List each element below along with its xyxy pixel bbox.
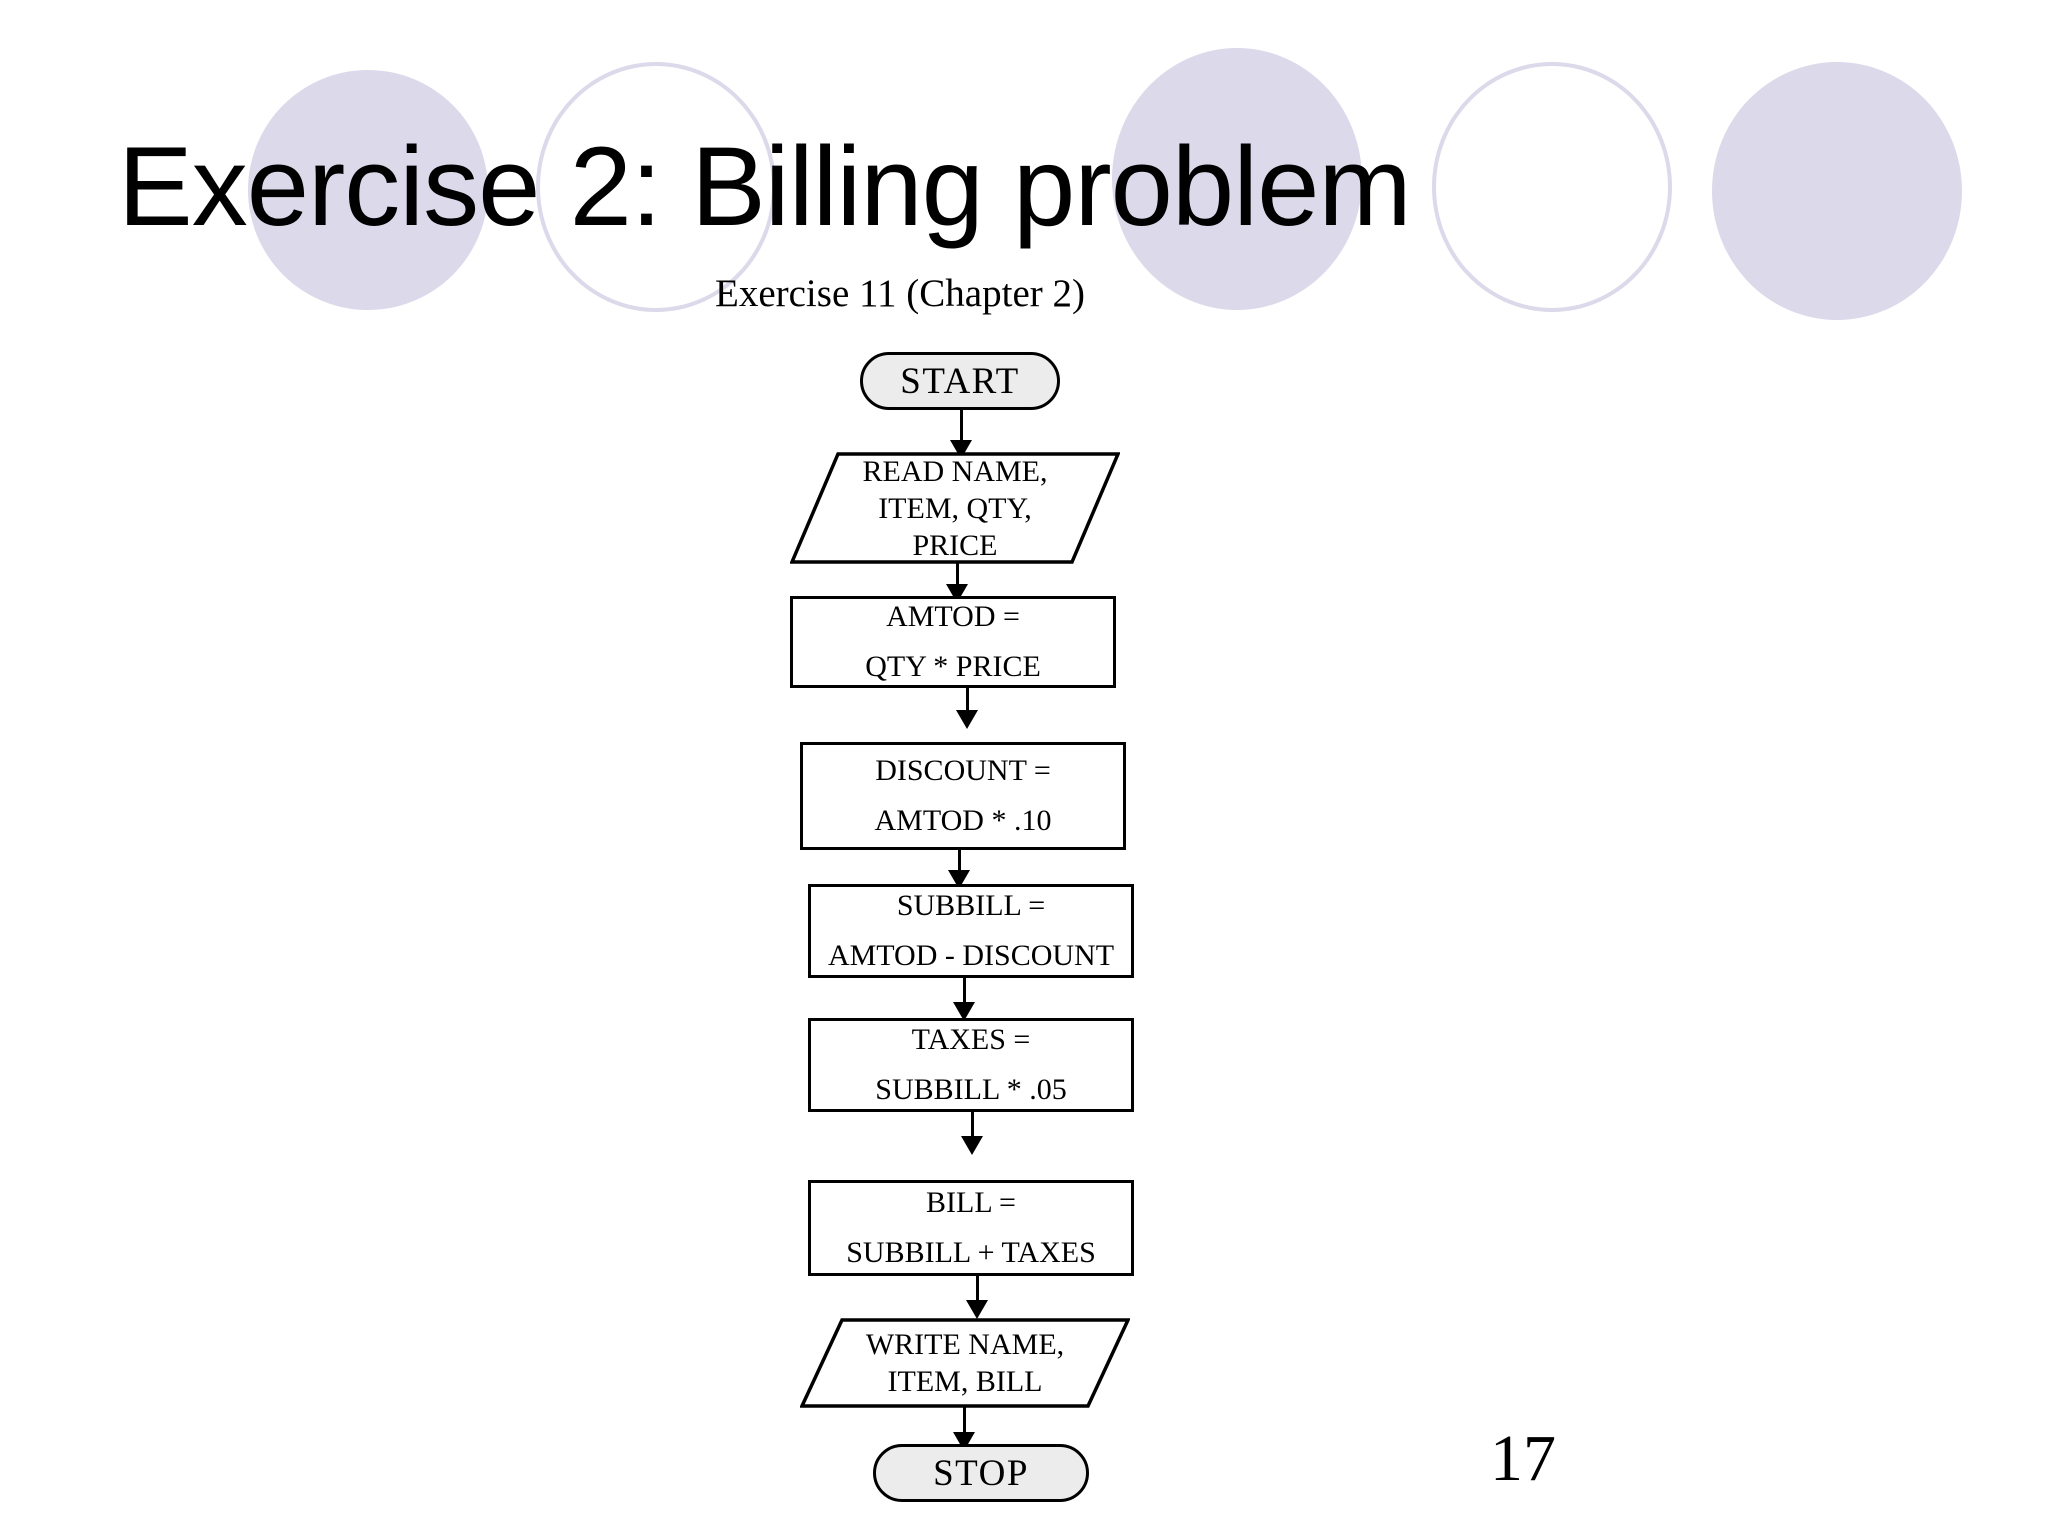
flow-node-read: READ NAME, ITEM, QTY, PRICE — [790, 452, 1120, 564]
flow-node-amtod: AMTOD = QTY * PRICE — [790, 596, 1116, 688]
flow-node-taxes-line-1: TAXES = — [911, 1023, 1031, 1056]
flow-node-read-lines: READ NAME, ITEM, QTY, PRICE — [863, 453, 1048, 564]
flow-node-subbill-line-2: AMTOD - DISCOUNT — [827, 939, 1115, 972]
flow-node-read-line-1: READ NAME, — [862, 454, 1048, 488]
parallelogram-shape — [800, 1318, 1130, 1408]
flow-node-stop-label: STOP — [933, 1452, 1029, 1494]
flow-node-stop: STOP — [873, 1444, 1089, 1502]
flow-node-start-label: START — [900, 360, 1020, 402]
flow-node-write-lines: WRITE NAME, ITEM, BILL — [866, 1326, 1064, 1400]
parallelogram-shape — [790, 452, 1120, 564]
flow-node-discount-line-2: AMTOD * .10 — [874, 804, 1052, 837]
flow-node-taxes: TAXES = SUBBILL * .05 — [808, 1018, 1134, 1112]
slide-subtitle: Exercise 11 (Chapter 2) — [715, 272, 1085, 315]
flow-node-subbill-line-1: SUBBILL = — [896, 889, 1046, 922]
flow-node-bill: BILL = SUBBILL + TAXES — [808, 1180, 1134, 1276]
flow-node-bill-line-1: BILL = — [926, 1186, 1016, 1219]
flow-node-start: START — [860, 352, 1060, 410]
flow-node-amtod-line-1: AMTOD = — [886, 600, 1020, 633]
slide-title: Exercise 2: Billing problem — [118, 124, 1412, 249]
flow-node-discount-line-1: DISCOUNT = — [875, 754, 1051, 787]
flow-node-taxes-line-2: SUBBILL * .05 — [875, 1073, 1067, 1106]
flow-node-write: WRITE NAME, ITEM, BILL — [800, 1318, 1130, 1408]
flow-node-write-line-1: WRITE NAME, — [865, 1328, 1065, 1361]
page-number: 17 — [1490, 1422, 1556, 1495]
flow-node-read-line-2: ITEM, QTY, — [878, 491, 1032, 525]
flow-node-read-line-3: PRICE — [912, 528, 998, 562]
flow-node-bill-line-2: SUBBILL + TAXES — [846, 1236, 1096, 1269]
flow-node-amtod-line-2: QTY * PRICE — [865, 650, 1041, 683]
flow-node-write-line-2: ITEM, BILL — [887, 1365, 1043, 1398]
flow-node-discount: DISCOUNT = AMTOD * .10 — [800, 742, 1126, 850]
flow-node-subbill: SUBBILL = AMTOD - DISCOUNT — [808, 884, 1134, 978]
